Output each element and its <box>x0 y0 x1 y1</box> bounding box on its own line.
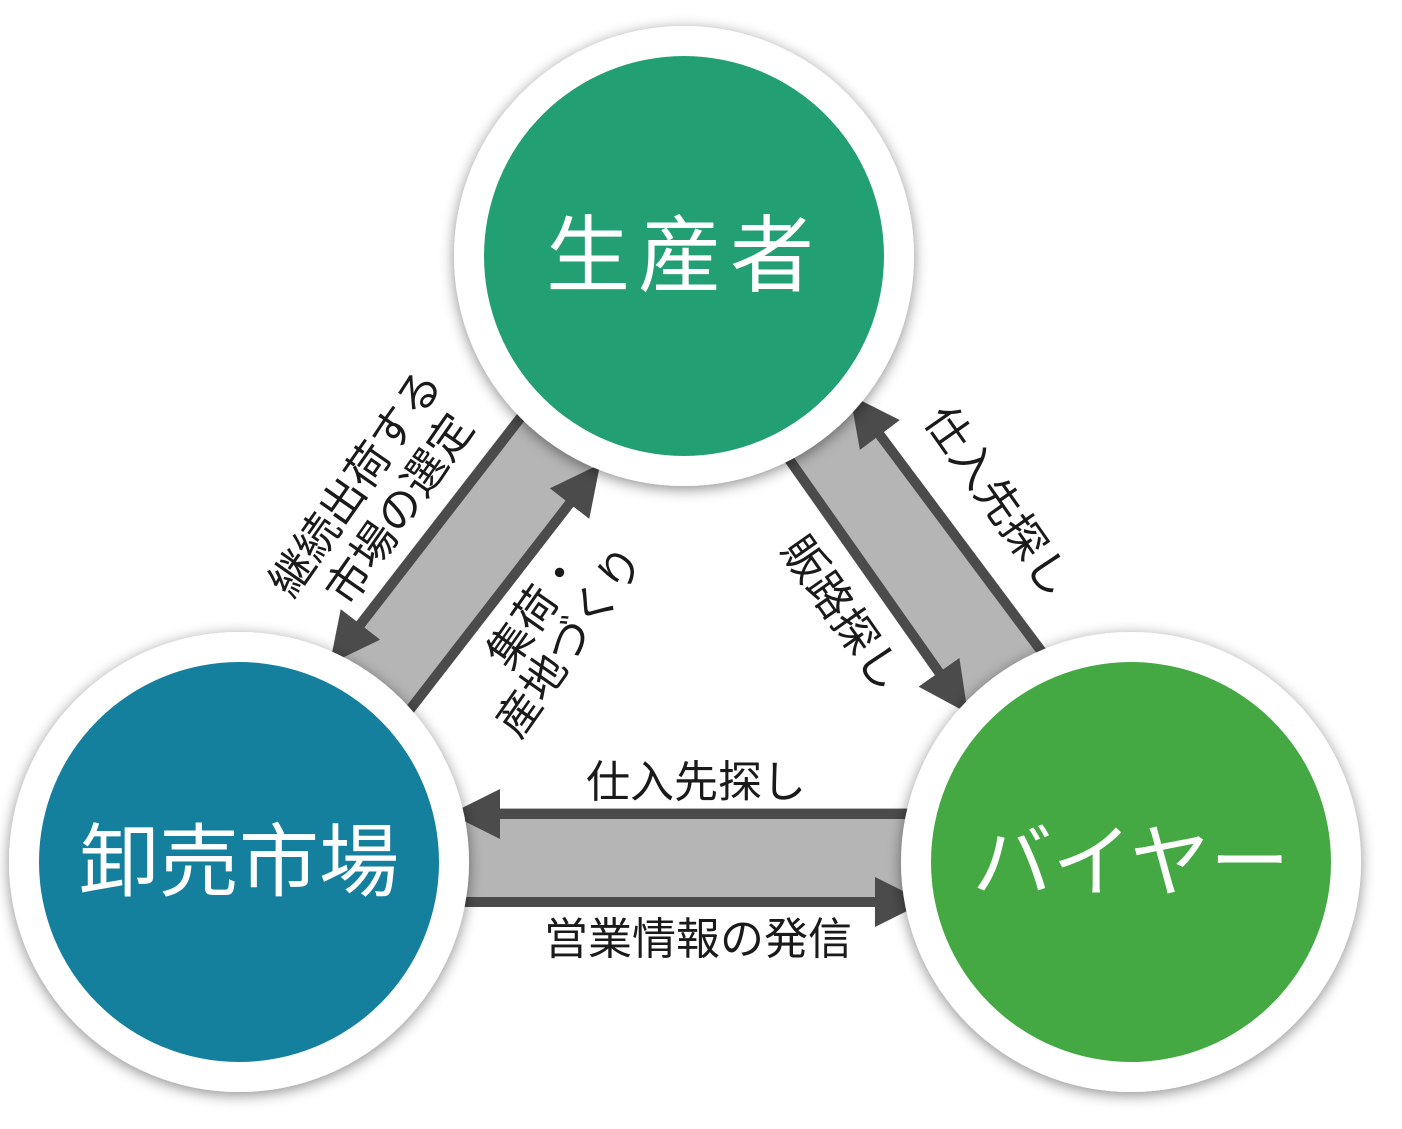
node-market-circle <box>39 662 439 1062</box>
node-market-label: 卸売市場 <box>79 816 399 909</box>
arrow-producer-to-buyer <box>781 452 968 714</box>
edge-label-bottom-top: 仕入先探し <box>586 757 806 808</box>
band-market-buyer <box>455 808 920 906</box>
node-buyer-circle <box>931 662 1331 1062</box>
node-producer: 生産者 <box>454 26 914 486</box>
node-buyer: バイヤー <box>901 632 1361 1092</box>
node-producer-circle <box>484 56 884 456</box>
node-producer-label: 生産者 <box>546 207 822 305</box>
node-buyer-label: バイヤー <box>972 816 1290 909</box>
node-market: 卸売市場 <box>9 632 469 1092</box>
band-producer-market <box>330 410 595 718</box>
band-producer-buyer <box>790 400 1040 702</box>
arrow-market-to-producer <box>401 464 601 720</box>
edge-label-bottom-bottom: 営業情報の発信 <box>544 914 852 965</box>
arrow-buyer-to-producer <box>850 394 1047 655</box>
arrow-producer-to-market <box>329 408 529 664</box>
